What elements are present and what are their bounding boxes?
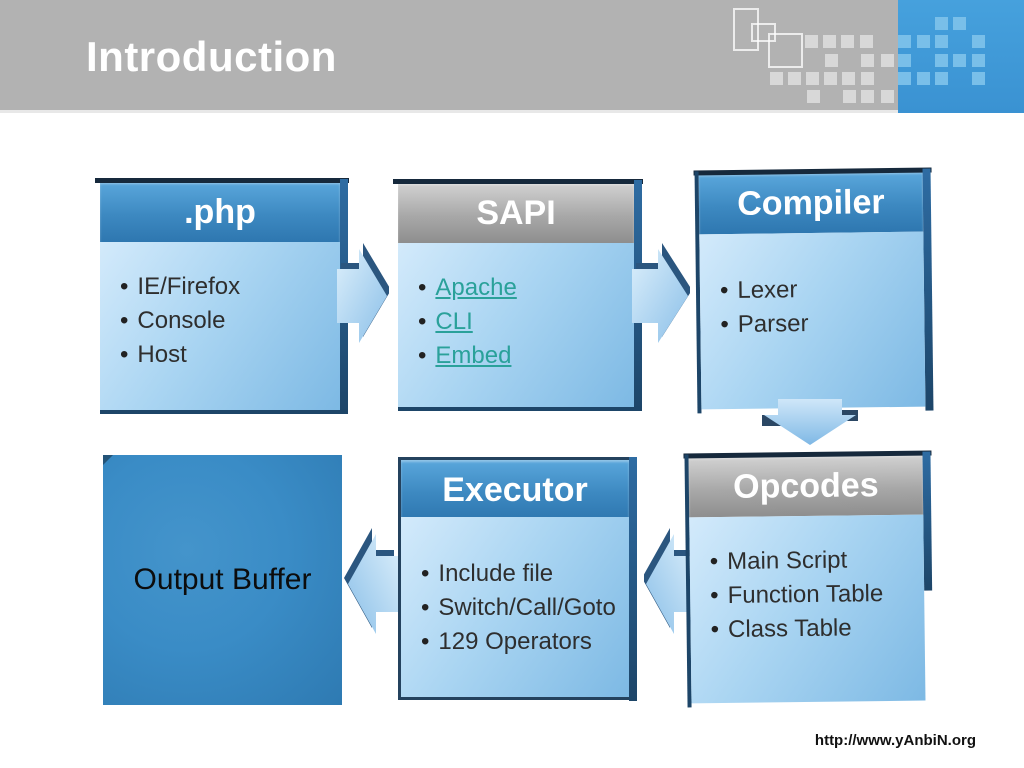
decor-square: [917, 35, 930, 48]
decor-square: [972, 72, 985, 85]
decor-square: [935, 72, 948, 85]
box-executor-right-edge: [629, 457, 637, 701]
sapi-link-cli[interactable]: CLI: [418, 305, 624, 339]
box-php-body: IE/Firefox Console Host: [100, 242, 340, 410]
box-compiler-body: Lexer Parser: [699, 231, 926, 410]
box-opcodes: Opcodes Main Script Function Table Class…: [683, 450, 933, 708]
compiler-item-lexer: Lexer: [720, 272, 914, 308]
decor-square: [881, 54, 894, 67]
decor-square: [953, 54, 966, 67]
box-sapi-title: SAPI: [398, 183, 634, 243]
arrow-sapi-to-compiler: [632, 243, 690, 343]
box-executor-body: Include file Switch/Call/Goto 129 Operat…: [401, 517, 629, 697]
decor-square: [823, 35, 836, 48]
decor-outline-square: [768, 33, 803, 68]
decor-square: [898, 54, 911, 67]
arrow-opcodes-to-executor: [644, 528, 696, 634]
opcodes-item-main-script: Main Script: [710, 543, 914, 579]
box-php: .php IE/Firefox Console Host: [95, 178, 349, 414]
box-sapi-body: Apache CLI Embed: [398, 243, 634, 407]
php-item-ie-firefox: IE/Firefox: [120, 270, 330, 304]
arrow-php-to-sapi: [337, 243, 389, 343]
php-item-console: Console: [120, 304, 330, 338]
box-php-bottom-edge: [100, 409, 348, 414]
arrow-compiler-to-opcodes: [762, 399, 858, 445]
apache-link[interactable]: Apache: [435, 274, 517, 301]
decor-square: [806, 72, 819, 85]
decor-square: [898, 72, 911, 85]
opcodes-item-class-table: Class Table: [710, 611, 914, 647]
compiler-item-parser: Parser: [720, 306, 914, 342]
output-buffer-corner-fold: [103, 455, 113, 465]
decor-square: [843, 90, 856, 103]
decor-square: [788, 72, 801, 85]
opcodes-item-function-table: Function Table: [710, 577, 914, 613]
decor-square: [972, 35, 985, 48]
decor-square: [898, 35, 911, 48]
decor-square: [842, 72, 855, 85]
decor-square: [770, 72, 783, 85]
decor-square: [805, 35, 818, 48]
decor-square: [825, 54, 838, 67]
sapi-link-embed[interactable]: Embed: [418, 339, 624, 373]
decor-square: [861, 54, 874, 67]
decor-square: [861, 72, 874, 85]
decor-square: [935, 54, 948, 67]
decor-outline-square: [733, 8, 759, 51]
box-sapi-top-edge: [393, 179, 643, 184]
box-php-title: .php: [100, 182, 340, 242]
decor-square: [841, 35, 854, 48]
box-php-top-edge: [95, 178, 349, 183]
decor-square: [935, 35, 948, 48]
box-output-buffer: Output Buffer: [103, 455, 342, 705]
executor-item-include-file: Include file: [421, 557, 619, 591]
php-item-host: Host: [120, 338, 330, 372]
box-executor: Executor Include file Switch/Call/Goto 1…: [398, 457, 637, 701]
decor-square: [881, 90, 894, 103]
decor-square: [861, 90, 874, 103]
decor-outline-square: [751, 23, 776, 42]
footer-url: http://www.yAnbiN.org: [814, 732, 976, 749]
box-opcodes-body: Main Script Function Table Class Table: [689, 514, 926, 704]
box-compiler: Compiler Lexer Parser: [693, 167, 934, 414]
decor-square: [860, 35, 873, 48]
header-band: Introduction: [0, 0, 1024, 113]
box-sapi-bottom-edge: [398, 406, 642, 411]
executor-item-129-operators: 129 Operators: [421, 625, 619, 659]
decor-square: [917, 72, 930, 85]
box-sapi: SAPI Apache CLI Embed: [393, 179, 643, 411]
embed-link[interactable]: Embed: [435, 342, 512, 369]
executor-item-switch-call-goto: Switch/Call/Goto: [421, 591, 619, 625]
box-executor-title: Executor: [401, 460, 629, 520]
sapi-link-apache[interactable]: Apache: [418, 271, 624, 305]
decor-square: [935, 17, 948, 30]
box-opcodes-title: Opcodes: [688, 454, 924, 518]
arrow-executor-to-output-buffer: [344, 528, 398, 634]
output-buffer-label: Output Buffer: [133, 563, 312, 596]
decor-square: [824, 72, 837, 85]
box-compiler-title: Compiler: [698, 171, 924, 235]
cli-link[interactable]: CLI: [435, 308, 473, 335]
decor-square: [807, 90, 820, 103]
decor-square: [953, 17, 966, 30]
page-title: Introduction: [86, 32, 337, 80]
decor-square: [972, 54, 985, 67]
